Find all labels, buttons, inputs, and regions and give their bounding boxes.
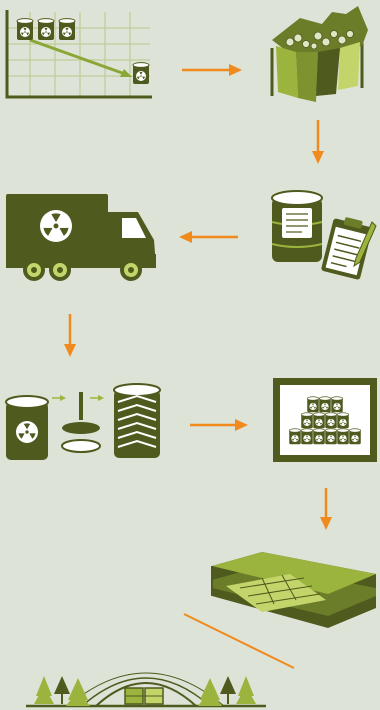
waste-reduction-chart-icon xyxy=(5,10,152,99)
drum-clipboard-icon xyxy=(271,190,377,280)
flow-arrow xyxy=(190,419,248,431)
callout-line xyxy=(183,613,295,669)
geological-repository-icon xyxy=(211,552,376,628)
flow-arrow xyxy=(64,314,76,357)
drum-storage-icon xyxy=(273,378,377,462)
flow-arrow xyxy=(182,64,242,76)
landscape-icon xyxy=(26,672,266,708)
radioactive-truck-icon xyxy=(6,194,156,281)
flow-arrow xyxy=(312,120,324,164)
sorting-bins-icon xyxy=(270,6,368,102)
drum-compaction-icon xyxy=(5,383,161,460)
flow-arrow xyxy=(179,231,238,243)
flow-arrow xyxy=(320,488,332,530)
